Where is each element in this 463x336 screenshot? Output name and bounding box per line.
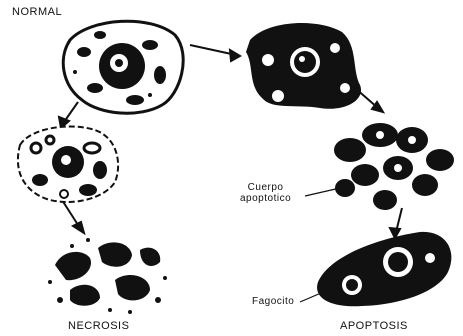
normal-label: NORMAL bbox=[12, 6, 62, 18]
phagocyte-label: Fagocito bbox=[252, 296, 294, 307]
necrotic-cell-swollen bbox=[18, 126, 118, 201]
apoptotic-bodies bbox=[334, 123, 454, 210]
necrosis-fragments bbox=[48, 238, 167, 314]
apoptotic-body-label-line1: Cuerpo bbox=[240, 182, 291, 193]
phagocyte-cell bbox=[317, 232, 451, 306]
apoptotic-body-label-line2: apoptotico bbox=[240, 193, 291, 204]
normal-cell bbox=[63, 21, 183, 113]
apoptotic-cell-early bbox=[246, 23, 361, 109]
apoptotic-body-label: Cuerpo apoptotico bbox=[240, 182, 291, 204]
apoptosis-label: APOPTOSIS bbox=[340, 320, 408, 332]
necrosis-label: NECROSIS bbox=[68, 320, 129, 332]
